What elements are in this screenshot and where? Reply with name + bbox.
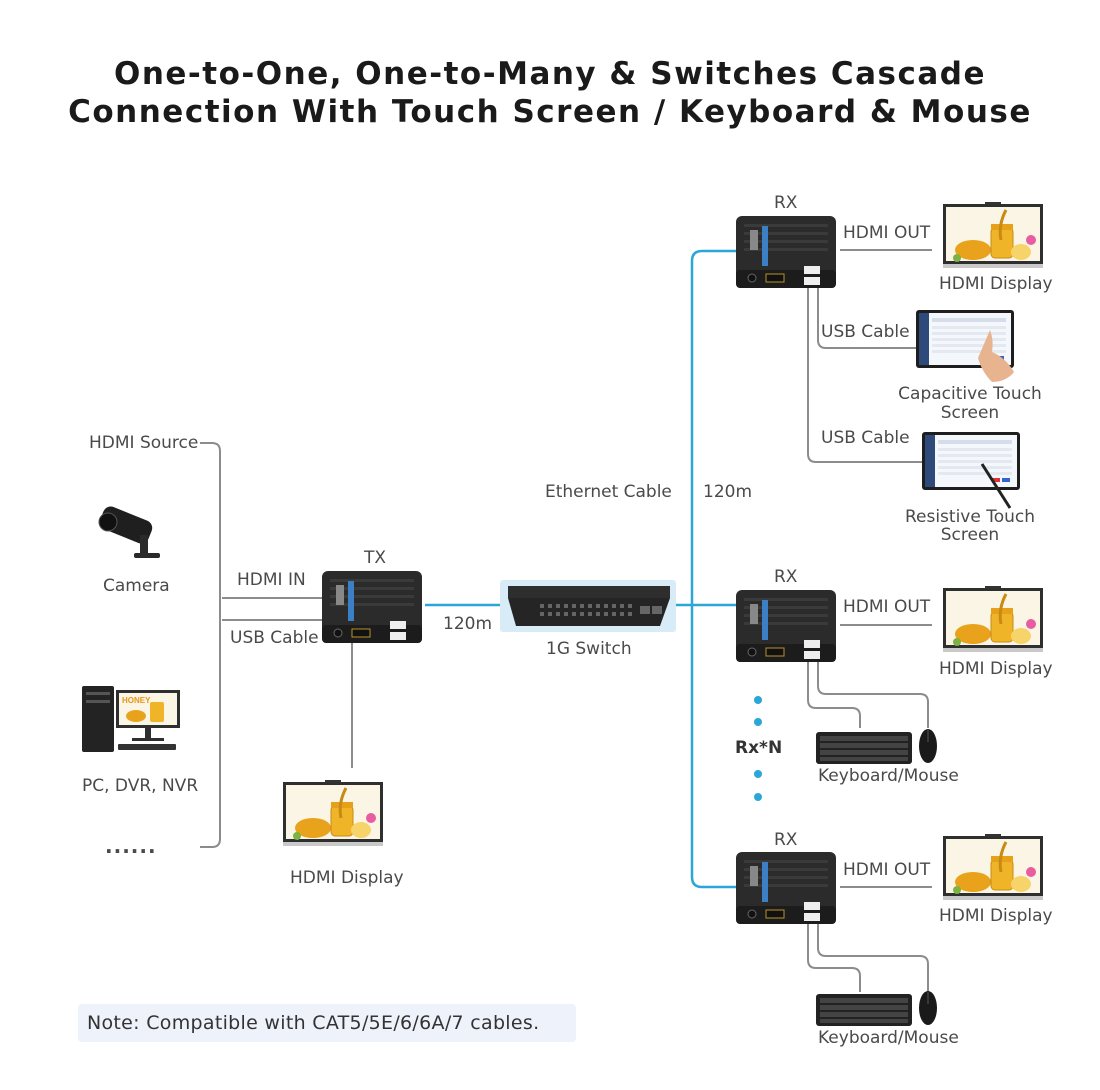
rx2-display-label: HDMI Display [939, 659, 1053, 679]
hand-icon [978, 330, 1014, 382]
rx-device-2 [735, 589, 837, 663]
tx-hdmi-display [281, 778, 385, 848]
rx2-label: RX [774, 567, 798, 587]
pc-icon: HONEY [82, 686, 180, 752]
rx3-keyboard-mouse [815, 990, 938, 1027]
rx-device-3 [735, 851, 837, 925]
tx-cable-length: 120m [443, 614, 493, 634]
ethernet-cable-label: Ethernet Cable [545, 482, 672, 502]
tx-device [321, 570, 423, 644]
tx-display-label: HDMI Display [290, 868, 404, 888]
ethernet-cable-length: 120m [703, 482, 753, 502]
stylus-icon [980, 463, 1012, 509]
pc-dvr-nvr-label: PC, DVR, NVR [82, 776, 199, 796]
camera-label: Camera [103, 576, 170, 596]
resistive-touch-screen [922, 432, 1020, 490]
title-line-1: One-to-One, One-to-Many & Switches Casca… [113, 56, 987, 92]
rx1-display-label: HDMI Display [939, 274, 1053, 294]
rx1-usb-cable-2-label: USB Cable [821, 428, 910, 448]
rxn-dots [754, 696, 762, 801]
title-line-2: Connection With Touch Screen / Keyboard … [68, 94, 1032, 130]
rx2-hdmi-out-label: HDMI OUT [843, 597, 931, 617]
capacitive-screen-label-1: Capacitive Touch [898, 384, 1042, 404]
rx1-hdmi-display [941, 200, 1045, 270]
rx1-usb-cable-1-label: USB Cable [821, 322, 910, 342]
rx3-keyboard-mouse-label: Keyboard/Mouse [818, 1028, 959, 1048]
compatibility-note: Note: Compatible with CAT5/5E/6/6A/7 cab… [78, 1004, 576, 1042]
camera-icon [98, 506, 160, 558]
tx-label: TX [364, 548, 387, 568]
resistive-screen-label-2: Screen [940, 525, 1000, 545]
rx1-label: RX [774, 193, 798, 213]
rx1-hdmi-out-label: HDMI OUT [843, 223, 931, 243]
switch-device [508, 586, 670, 626]
rx2-hdmi-display [941, 584, 1045, 654]
rx3-display-label: HDMI Display [939, 906, 1053, 926]
rxn-label: Rx*N [735, 738, 783, 758]
rx3-hdmi-out-label: HDMI OUT [843, 860, 931, 880]
more-sources-ellipsis: ...... [105, 834, 157, 858]
rx-device-1 [735, 215, 837, 289]
tx-usb-cable-label: USB Cable [230, 628, 319, 648]
rx3-hdmi-display [941, 832, 1045, 902]
svg-text:HONEY: HONEY [122, 696, 151, 705]
rx3-label: RX [774, 830, 798, 850]
hdmi-in-label: HDMI IN [237, 570, 306, 590]
capacitive-screen-label-2: Screen [940, 403, 1000, 423]
hdmi-source-label: HDMI Source [89, 433, 199, 453]
resistive-screen-label-1: Resistive Touch [904, 507, 1036, 527]
rx2-keyboard-mouse [815, 728, 938, 765]
switch-label: 1G Switch [546, 639, 632, 659]
rx2-keyboard-mouse-label: Keyboard/Mouse [818, 766, 959, 786]
